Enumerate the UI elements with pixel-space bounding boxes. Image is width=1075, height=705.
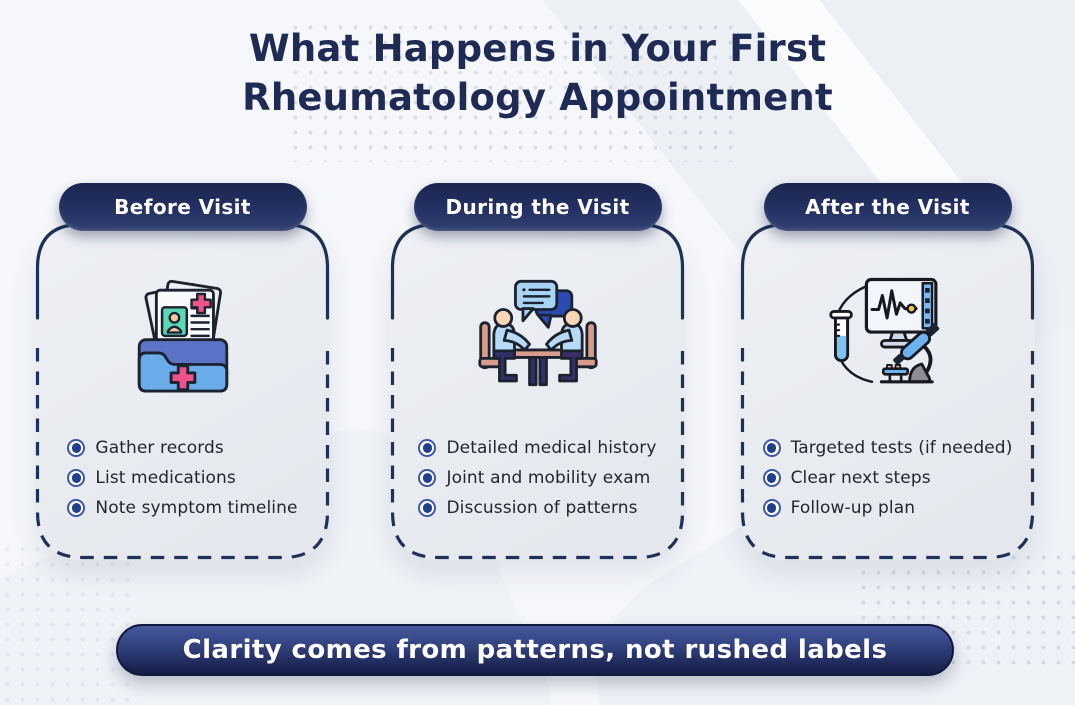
card-header-pill: Before Visit xyxy=(58,183,307,231)
list-item-text: Joint and mobility exam xyxy=(446,468,651,488)
card-header-label: Before Visit xyxy=(114,195,251,219)
medical-records-folder-icon xyxy=(137,279,228,393)
card-icon-area xyxy=(390,258,685,408)
bullet-icon xyxy=(67,439,86,457)
list-item-text: List medications xyxy=(95,468,236,488)
list-item: Detailed medical history xyxy=(418,438,656,458)
list-item-text: Follow-up plan xyxy=(790,498,916,518)
card-checklist: Gather records List medications Note sym… xyxy=(35,438,330,528)
list-item: Clear next steps xyxy=(762,468,1013,488)
card-after-visit: After the Visit xyxy=(740,183,1035,560)
page-title-line2: Rheumatology Appointment xyxy=(242,76,833,120)
list-item: List medications xyxy=(67,468,297,488)
card-icon-area xyxy=(35,258,330,408)
list-item: Note symptom timeline xyxy=(67,498,297,518)
list-item-text: Targeted tests (if needed) xyxy=(790,438,1013,458)
bullet-icon xyxy=(762,499,781,517)
card-header-label: During the Visit xyxy=(445,195,630,219)
list-item-text: Gather records xyxy=(95,438,224,458)
footer-banner: Clarity comes from patterns, not rushed … xyxy=(116,624,954,676)
card-during-visit: During the Visit xyxy=(390,183,685,560)
bullet-icon xyxy=(762,439,781,457)
list-item: Follow-up plan xyxy=(762,498,1013,518)
list-item: Joint and mobility exam xyxy=(418,468,656,488)
bullet-icon xyxy=(418,469,437,487)
card-before-visit: Before Visit xyxy=(35,183,330,560)
list-item: Discussion of patterns xyxy=(418,498,656,518)
bullet-icon xyxy=(418,439,437,457)
bullet-icon xyxy=(418,499,437,517)
card-header-pill: After the Visit xyxy=(763,183,1012,231)
bullet-icon xyxy=(67,469,86,487)
card-header-pill: During the Visit xyxy=(413,183,662,231)
bullet-icon xyxy=(67,499,86,517)
card-checklist: Targeted tests (if needed) Clear next st… xyxy=(740,438,1035,528)
card-icon-area xyxy=(740,258,1035,408)
list-item-text: Clear next steps xyxy=(790,468,931,488)
list-item: Targeted tests (if needed) xyxy=(762,438,1013,458)
dot-grid-bottom-left xyxy=(0,542,140,705)
card-header-label: After the Visit xyxy=(805,195,970,219)
list-item-text: Detailed medical history xyxy=(446,438,657,458)
doctor-patient-consultation-icon xyxy=(477,279,598,387)
bullet-icon xyxy=(762,469,781,487)
dot-grid-top xyxy=(288,20,738,162)
footer-banner-text: Clarity comes from patterns, not rushed … xyxy=(182,635,888,665)
list-item-text: Note symptom timeline xyxy=(95,498,298,518)
lab-tests-monitor-microscope-icon xyxy=(828,277,939,384)
page-title-line1: What Happens in Your First xyxy=(248,27,827,70)
list-item: Gather records xyxy=(67,438,297,458)
page-title: What Happens in Your First Rheumatology … xyxy=(0,24,1075,122)
list-item-text: Discussion of patterns xyxy=(446,498,638,518)
card-checklist: Detailed medical history Joint and mobil… xyxy=(390,438,685,528)
